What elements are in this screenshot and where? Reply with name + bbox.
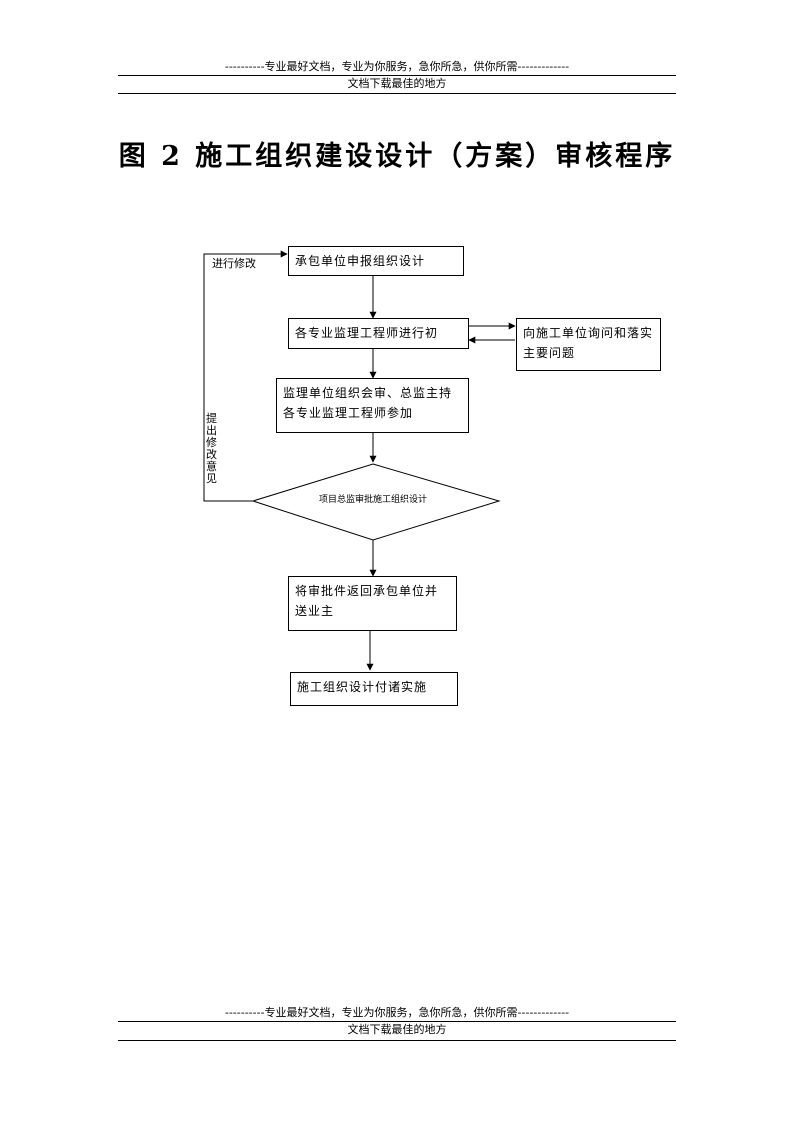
step4-text: 将审批件返回承包单位并送业主 <box>295 584 439 618</box>
footer-slogan: ----------专业最好文档，专业为你服务，急你所急，供你所需-------… <box>224 1006 570 1019</box>
header-subtitle: 文档下载最佳的地方 <box>347 77 447 90</box>
header-slogan: ----------专业最好文档，专业为你服务，急你所急，供你所需-------… <box>224 60 570 73</box>
step1-text: 承包单位申报组织设计 <box>295 254 426 268</box>
side-box: 向施工单位询问和落实主要问题 <box>516 318 661 371</box>
step2-box: 各专业监理工程师进行初 <box>288 318 469 349</box>
step4-box: 将审批件返回承包单位并送业主 <box>288 576 457 631</box>
loop-top-label: 进行修改 <box>212 257 256 270</box>
step3-text: 监理单位组织会审、总监主持各专业监理工程师参加 <box>283 386 453 420</box>
page-title: 图 2 施工组织建设设计（方案）审核程序 <box>118 141 676 172</box>
step2-text: 各专业监理工程师进行初 <box>295 326 439 340</box>
loop-side-label: 提出修改意见 <box>206 412 217 485</box>
step1-box: 承包单位申报组织设计 <box>288 246 464 276</box>
step5-box: 施工组织设计付诸实施 <box>290 672 458 706</box>
footer-rule-bottom <box>118 1040 676 1041</box>
loop-back-line <box>203 250 288 502</box>
decision-text: 项目总监审批施工组织设计 <box>318 495 427 505</box>
header-rule-top <box>118 75 676 76</box>
header-rule-bottom <box>118 93 676 94</box>
step5-text: 施工组织设计付诸实施 <box>297 680 428 694</box>
footer-rule-top <box>118 1021 676 1022</box>
footer-subtitle: 文档下载最佳的地方 <box>347 1023 447 1036</box>
step3-box: 监理单位组织会审、总监主持各专业监理工程师参加 <box>276 378 469 433</box>
side-text: 向施工单位询问和落实主要问题 <box>523 326 654 360</box>
